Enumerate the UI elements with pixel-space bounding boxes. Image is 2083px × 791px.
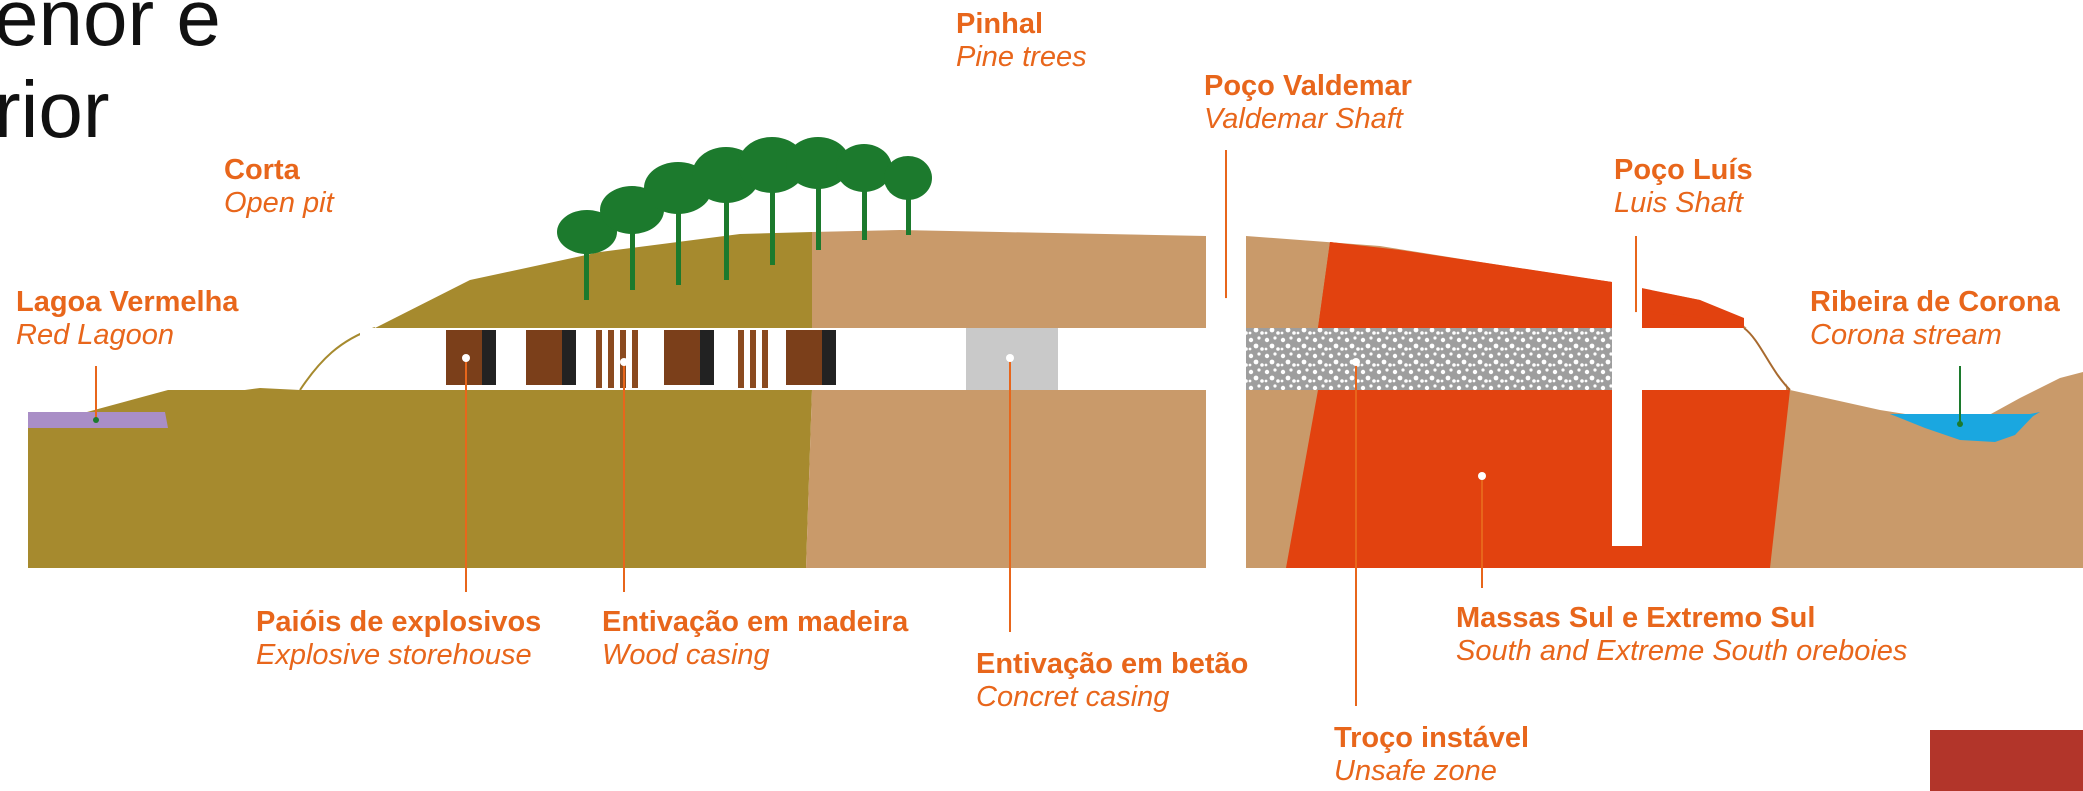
olive-hill-upper <box>375 232 812 328</box>
label-ribeira-corona: Ribeira de Corona Corona stream <box>1810 286 2060 353</box>
label-lagoa-vermelha: Lagoa Vermelha Red Lagoon <box>16 286 238 353</box>
label-en: Explosive storehouse <box>256 639 532 672</box>
label-en: Wood casing <box>602 639 770 672</box>
pine-trees <box>557 137 932 300</box>
tan-hill-upper <box>812 230 1206 328</box>
label-pt: Entivação em betão <box>976 648 1249 680</box>
label-en: Unsafe zone <box>1334 755 1497 788</box>
olive-ground-lower-left <box>28 388 300 568</box>
unstable-gravel-zone <box>1246 328 1618 390</box>
label-pt: Paióis de explosivos <box>256 606 542 638</box>
label-entivacao-betao: Entivação em betão Concret casing <box>976 648 1248 715</box>
label-en: Concret casing <box>976 681 1170 714</box>
explosive-storehouses <box>446 330 836 385</box>
label-pt: Ribeira de Corona <box>1810 286 2060 318</box>
label-pt: Entivação em madeira <box>602 606 909 638</box>
slide-title-fragment-line1: enor e <box>0 0 221 62</box>
leader-lines <box>93 150 1963 706</box>
label-en: Pine trees <box>956 41 1087 74</box>
label-pinhal: Pinhal Pine trees <box>956 8 1087 75</box>
label-troco-instavel: Troço instável Unsafe zone <box>1334 722 1529 789</box>
label-paiois: Paióis de explosivos Explosive storehous… <box>256 606 541 673</box>
label-en: Valdemar Shaft <box>1204 103 1403 136</box>
ore-body-upper-right <box>1640 310 1744 328</box>
label-en: Luis Shaft <box>1614 187 1743 220</box>
label-pt: Massas Sul e Extremo Sul <box>1456 602 1816 634</box>
label-corta: Corta Open pit <box>224 154 334 221</box>
label-en: Red Lagoon <box>16 319 175 352</box>
label-pt: Lagoa Vermelha <box>16 286 239 318</box>
label-pt: Corta <box>224 154 300 186</box>
label-pt: Pinhal <box>956 8 1044 40</box>
label-poco-luis: Poço Luís Luis Shaft <box>1614 154 1753 221</box>
ore-body-upper-fill <box>1318 242 1612 328</box>
label-en: Corona stream <box>1810 319 2002 352</box>
label-pt: Troço instável <box>1334 722 1530 754</box>
slide-title-fragment-line2: rior <box>0 65 110 154</box>
label-pt: Poço Luís <box>1614 154 1753 186</box>
corona-stream-water-main <box>1890 414 2035 442</box>
label-massas-sul: Massas Sul e Extremo Sul South and Extre… <box>1456 602 1907 669</box>
gallery-tunnel-left <box>360 328 1206 390</box>
label-en: Open pit <box>224 187 334 220</box>
label-poco-valdemar: Poço Valdemar Valdemar Shaft <box>1204 70 1412 137</box>
label-entivacao-madeira: Entivação em madeira Wood casing <box>602 606 908 673</box>
ore-body-lower <box>1286 390 1790 568</box>
slide-corner-accent <box>1930 730 2083 791</box>
label-en: South and Extreme South oreboies <box>1456 635 1908 668</box>
tan-ground-lower-left-section <box>806 390 1206 568</box>
label-pt: Poço Valdemar <box>1204 70 1412 102</box>
stream-bank <box>1743 327 1791 391</box>
